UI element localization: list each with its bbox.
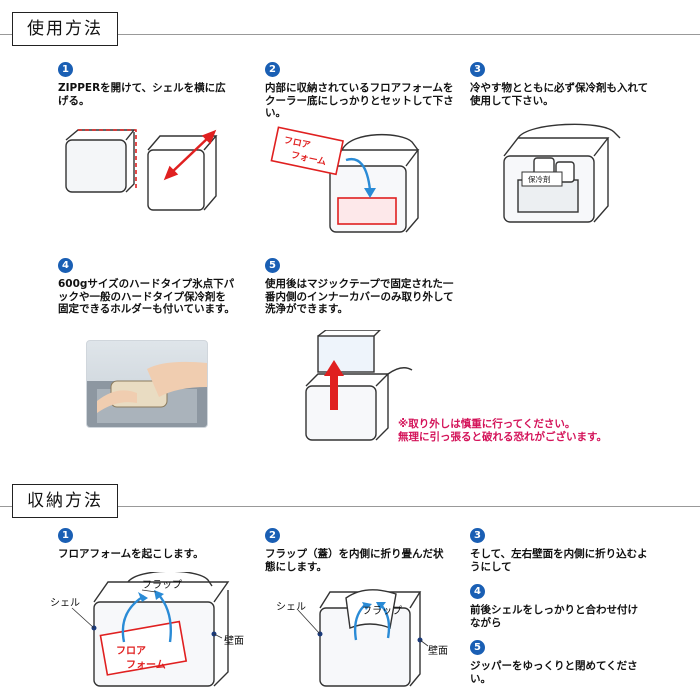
- illustration-raise-floor-form: フロア フォーム シェル フラップ 壁面: [50, 572, 244, 687]
- ice-pack-label: 保冷剤: [528, 174, 551, 184]
- step-text: 内部に収納されているフロアフォームをクーラー底にしっかりとセットして下さい。: [265, 82, 454, 119]
- photo-ice-pack-holder: [86, 340, 208, 428]
- illustration-inner-cover: [305, 330, 413, 441]
- label-wall: 壁面: [224, 634, 244, 647]
- step-text: 冷やす物とともに必ず保冷剤も入れて使用して下さい。: [470, 82, 649, 107]
- step-text: 600gサイズのハードタイプ氷点下パックや一般のハードタイプ保冷剤を固定できるホ…: [58, 278, 235, 315]
- step-number-badge: 4: [470, 584, 485, 599]
- svg-text:フロア: フロア: [116, 645, 146, 657]
- step-text: 使用後はマジックテープで固定された一番内側のインナーカバーのみ取り外して洗浄がで…: [265, 278, 454, 315]
- step-text: ジッパーをゆっくりと閉めてください。: [470, 660, 638, 685]
- step-number-badge: 3: [470, 62, 485, 77]
- step-number-badge: 2: [265, 62, 280, 77]
- step-number-badge: 1: [58, 62, 73, 77]
- illustration-floor-form: フロア フォーム: [270, 126, 420, 233]
- label-flap: フラップ: [142, 579, 182, 591]
- step-number-badge: 5: [470, 640, 485, 655]
- section-divider: [0, 34, 700, 35]
- step-text: そして、左右壁面を内側に折り込むようにして: [470, 548, 648, 573]
- label-shell: シェル: [276, 602, 306, 613]
- illustration-ice-pack: 保冷剤: [503, 123, 621, 223]
- step-number-badge: 1: [58, 528, 73, 543]
- section-title-storage: 収納方法: [12, 484, 118, 518]
- label-flap: フラップ: [362, 605, 402, 617]
- svg-text:フォーム: フォーム: [126, 659, 166, 671]
- step-text: 前後シェルをしっかりと合わせ付けながら: [470, 604, 638, 629]
- step-number-badge: 2: [265, 528, 280, 543]
- step-number-badge: 4: [58, 258, 73, 273]
- warning-note: ※取り外しは慎重に行ってください。 無理に引っ張ると破れる恐れがございます。: [398, 418, 607, 443]
- step-text: ZIPPERを開けて、シェルを横に広げる。: [58, 82, 226, 107]
- step-number-badge: 3: [470, 528, 485, 543]
- illustration-open-shell: [65, 129, 218, 211]
- step-text: フラップ（蓋）を内側に折り畳んだ状態にします。: [265, 548, 444, 573]
- section-title-usage: 使用方法: [12, 12, 118, 46]
- step-text: フロアフォームを起こします。: [58, 548, 204, 560]
- label-shell: シェル: [50, 598, 80, 609]
- label-wall: 壁面: [428, 644, 448, 657]
- step-number-badge: 5: [265, 258, 280, 273]
- illustration-fold-flap: シェル フラップ 壁面: [276, 589, 448, 687]
- section-divider: [0, 506, 700, 507]
